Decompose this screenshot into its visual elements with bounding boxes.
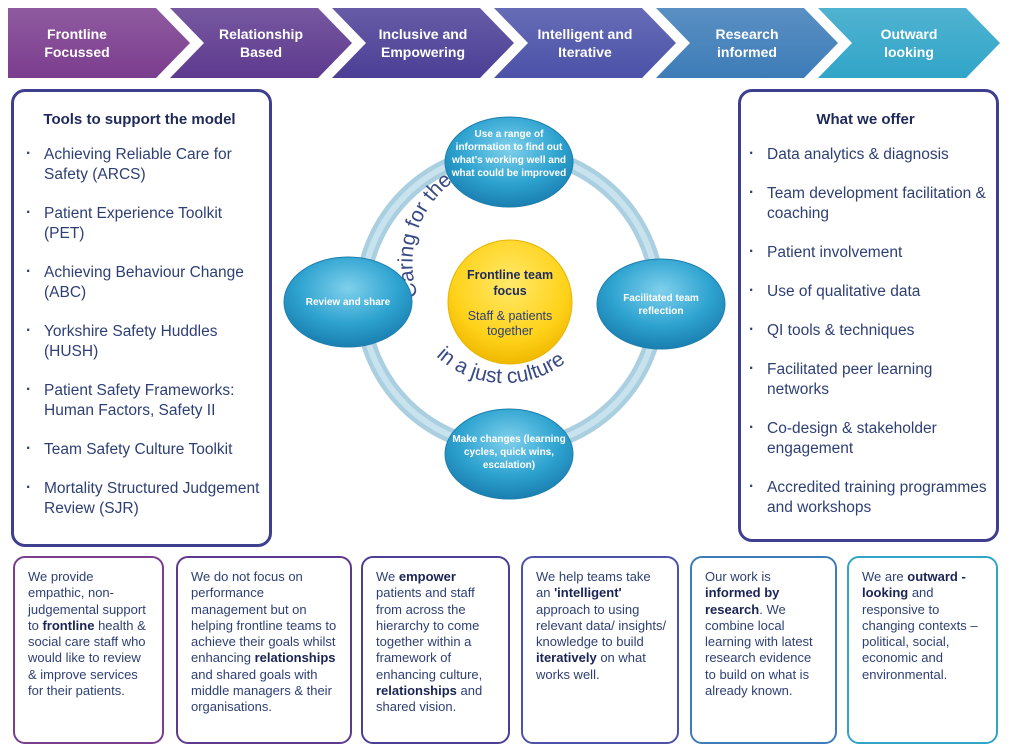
- tools-list-item: Achieving Behaviour Change (ABC): [18, 262, 261, 303]
- tools-list-item: Achieving Reliable Care for Safety (ARCS…: [18, 144, 261, 185]
- chevron-label: Outward looking: [880, 26, 938, 60]
- description-box-1: We provide empathic, non-judgemental sup…: [13, 556, 164, 744]
- offer-list-item: Patient involvement: [741, 242, 990, 263]
- tools-list-item: Patient Safety Frameworks: Human Factors…: [18, 380, 261, 421]
- body-text: on what works well.: [536, 650, 646, 682]
- emphasis-text: informed by research: [705, 585, 780, 617]
- emphasis-text: 'intelligent': [554, 585, 622, 601]
- emphasis-text: outward - looking: [862, 569, 966, 601]
- chevron-label: Inclusive and Empowering: [378, 26, 468, 60]
- chevron-step-5: Research informed: [656, 8, 840, 78]
- offer-list-item: Data analytics & diagnosis: [741, 144, 990, 165]
- tools-list: Achieving Reliable Care for Safety (ARCS…: [18, 144, 261, 519]
- chevron-step-6: Outward looking: [818, 8, 1002, 78]
- right-node: [596, 258, 726, 350]
- top-node-label: Use a range of information to find out w…: [451, 129, 567, 179]
- offer-panel-title: What we offer: [816, 111, 915, 128]
- body-text: We provide empathic, non-judgemental sup…: [28, 569, 146, 633]
- emphasis-text: relationships: [376, 683, 457, 699]
- tools-panel: Tools to support the model Achieving Rel…: [11, 89, 272, 547]
- emphasis-text: empower: [398, 569, 456, 584]
- body-text: and shared goals with middle managers & …: [191, 666, 332, 715]
- body-text: health & social care staff who would lik…: [28, 617, 146, 699]
- tools-list-item: Team Safety Culture Toolkit: [18, 439, 261, 460]
- body-text: We: [376, 569, 399, 584]
- emphasis-text: frontline: [42, 617, 95, 633]
- chevron-label: Intelligent and Iterative: [537, 26, 633, 60]
- tools-list-item: Yorkshire Safety Huddles (HUSH): [18, 321, 261, 362]
- tools-list-item: Patient Experience Toolkit (PET): [18, 203, 261, 244]
- bottom-node-label: Make changes (learning cycles, quick win…: [452, 434, 566, 471]
- left-node-label: Review and share: [305, 297, 391, 308]
- offer-list-item: Team development facilitation & coaching: [741, 183, 990, 224]
- body-text: patients and staff from across the hiera…: [376, 585, 483, 682]
- description-box-5: Our work is informed by research. We com…: [690, 556, 837, 744]
- body-text: Our work is: [705, 569, 771, 584]
- description-box-4: We help teams take an 'intelligent' appr…: [521, 556, 679, 744]
- chevron-step-3: Inclusive and Empowering: [332, 8, 516, 78]
- description-box-6: We are outward - looking and responsive …: [847, 556, 998, 744]
- body-text: and responsive to changing contexts – po…: [862, 585, 978, 682]
- offer-list-item: QI tools & techniques: [741, 320, 990, 341]
- offer-list-item: Facilitated peer learning networks: [741, 359, 990, 400]
- right-node-label: Facilitated team reflection: [623, 293, 699, 317]
- body-text: approach to using relevant data/ insight…: [536, 601, 667, 650]
- offer-list-item: Accredited training programmes and works…: [741, 477, 990, 518]
- chevron-step-2: Relationship Based: [170, 8, 354, 78]
- emphasis-text: relationships: [254, 650, 336, 666]
- tools-panel-title: Tools to support the model: [43, 111, 236, 128]
- emphasis-text: iteratively: [536, 650, 597, 666]
- center-subtitle: Staff & patients together: [467, 309, 553, 338]
- chevron-label: Relationship Based: [218, 26, 303, 60]
- offer-panel: What we offer Data analytics & diagnosis…: [738, 89, 999, 542]
- bottom-node: [444, 408, 574, 500]
- cycle-diagram: Caring for the care team in a just cultu…: [283, 116, 726, 500]
- chevron-step-1: Frontline Focussed: [8, 8, 192, 78]
- chevron-step-4: Intelligent and Iterative: [494, 8, 678, 78]
- offer-list-item: Use of qualitative data: [741, 281, 990, 302]
- top-node: [444, 116, 574, 208]
- center-circle: [447, 239, 573, 365]
- offer-list-item: Co-design & stakeholder engagement: [741, 418, 990, 459]
- body-text: . We combine local learning with latest …: [705, 601, 813, 699]
- body-text: We do not focus on performance managemen…: [191, 569, 337, 666]
- description-box-2: We do not focus on performance managemen…: [176, 556, 352, 744]
- chevron-label: Frontline Focussed: [44, 26, 110, 60]
- body-text: and shared vision.: [376, 683, 483, 715]
- chevron-label: Research informed: [715, 26, 779, 60]
- center-title: Frontline team focus: [466, 268, 554, 298]
- offer-list: Data analytics & diagnosisTeam developme…: [741, 144, 990, 518]
- description-box-3: We empower patients and staff from acros…: [361, 556, 510, 744]
- body-text: We help teams take an: [536, 569, 651, 601]
- tools-list-item: Mortality Structured Judgement Review (S…: [18, 478, 261, 519]
- left-node: [283, 256, 413, 348]
- body-text: We are: [862, 569, 908, 584]
